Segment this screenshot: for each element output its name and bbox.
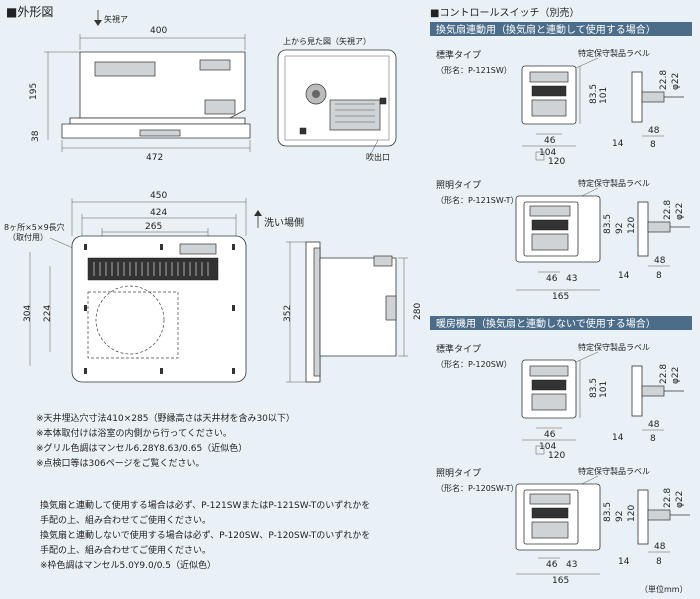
dim-text: 8: [650, 140, 656, 150]
dim-text: 104: [539, 442, 556, 452]
dim-text: 14: [618, 271, 630, 281]
slot-label-2: （取付用）: [8, 232, 48, 242]
dim-424: 424: [150, 208, 167, 218]
dim-450: 450: [150, 191, 167, 201]
note-line: ※枠色調はマンセル5.0Y9.0/0.5（近似色）: [40, 559, 216, 571]
notes-block: ※天井埋込穴寸法410×285（野縁高さは天井材を含み30以下） ※本体取付けは…: [36, 412, 295, 469]
note-line: ※天井埋込穴寸法410×285（野縁高さは天井材を含み30以下）: [36, 412, 295, 424]
dim-text: 43: [566, 560, 577, 570]
dim-text: 83.5: [603, 214, 613, 234]
notes2-block: 換気扇と連動して使用する場合は必ず、P-121SWまたはP-121SW-Tのいず…: [40, 499, 370, 571]
switch-unit: 照明タイプ （形名：P-120SW-T） 特定保守製品ラベル 83.5 92 1…: [436, 466, 690, 586]
dim-text: 14: [612, 139, 624, 149]
dim-304: 304: [23, 305, 33, 322]
dim-265: 265: [145, 222, 162, 232]
dim-text: 83.5: [603, 502, 613, 522]
section-header-1: [430, 22, 692, 36]
dim-text: 46: [546, 274, 558, 284]
outlet-label: 吹出口: [366, 152, 390, 162]
note-line: ※グリル色調はマンセル6.28Y8.63/0.65（近似色）: [36, 442, 247, 454]
dim-text: φ22: [671, 367, 681, 384]
dim-text: 46: [546, 560, 558, 570]
note-line: 換気扇と連動して使用する場合は必ず、P-121SWまたはP-121SW-Tのいず…: [40, 499, 370, 511]
top-view: 上から見た図（矢視ア） 吹出口: [277, 36, 397, 162]
note-line: ※本体取付けは浴室の内側から行ってください。: [36, 427, 232, 439]
dim-text: 8: [656, 557, 662, 567]
dim-text: 165: [552, 576, 569, 586]
side-section: 洗い場側 352 280: [254, 210, 423, 383]
dim-text: 120: [548, 451, 565, 461]
dim-text: 92: [615, 511, 625, 522]
note-line: ※点検口等は306ページをご覧ください。: [36, 457, 205, 469]
label-plate: 特定保守製品ラベル: [578, 466, 650, 476]
dim-text: 48: [654, 542, 666, 552]
label-plate: 特定保守製品ラベル: [578, 178, 650, 188]
dim-text: 22.8: [663, 488, 673, 508]
dim-472: 472: [146, 153, 163, 163]
dim-text: 83.5: [589, 84, 599, 104]
dim-text: 48: [648, 126, 660, 136]
dim-text: 48: [654, 256, 666, 266]
switch-model: （形名：P-120SW）: [436, 359, 512, 369]
switch-unit: 標準タイプ （形名：P-120SW） 特定保守製品ラベル 83.5 101 46…: [436, 342, 684, 461]
switch-unit: 照明タイプ （形名：P-121SW-T） 特定保守製品ラベル 83.5 92 1…: [436, 178, 690, 302]
dim-text: 101: [599, 381, 609, 398]
dim-224: 224: [43, 305, 53, 322]
switch-unit: 標準タイプ （形名：P-121SW） 特定保守製品ラベル 83.5 101 46…: [436, 48, 684, 167]
note-line: 換気扇と連動しないで使用する場合は必ず、P-120SW、P-120SW-Tのいず…: [40, 529, 370, 541]
dim-text: 8: [650, 434, 656, 444]
dim-352: 352: [283, 305, 293, 322]
dim-text: 165: [552, 292, 569, 302]
dim-text: 83.5: [589, 378, 599, 398]
page-title: ■外形図: [6, 5, 53, 19]
dim-text: 46: [544, 430, 556, 440]
note-line: 手配の上、組み合わせてご使用ください。: [40, 544, 211, 556]
dim-text: 22.8: [663, 200, 673, 220]
slot-label-1: 8ヶ所×5×9長穴: [4, 222, 65, 232]
switch-model: （形名：P-120SW-T）: [436, 483, 519, 493]
dim-text: 8: [656, 271, 662, 281]
switch-type: 標準タイプ: [436, 343, 481, 355]
section-header-2: [430, 316, 692, 330]
dim-text: 120: [627, 217, 637, 234]
switch-type: 照明タイプ: [436, 468, 481, 479]
dim-text: 101: [599, 87, 609, 104]
dim-text: 22.8: [659, 364, 669, 384]
dim-text: φ22: [671, 73, 681, 90]
dim-38: 38: [31, 130, 41, 142]
dim-text: 22.8: [659, 70, 669, 90]
switch-model: （形名：P-121SW）: [436, 65, 512, 75]
unit-note: （単位mm）: [640, 584, 688, 594]
switch-type: 標準タイプ: [436, 49, 481, 61]
dim-text: φ22: [675, 203, 685, 220]
dim-text: 120: [627, 505, 637, 522]
dim-text: φ22: [675, 491, 685, 508]
dim-text: 14: [612, 433, 624, 443]
section-header-1-label: 換気扇連動用（換気扇と連動して使用する場合）: [436, 23, 656, 36]
label-plate: 特定保守製品ラベル: [578, 48, 650, 58]
wash-side-label: 洗い場側: [264, 216, 304, 229]
top-view-label: 上から見た図（矢視ア）: [283, 36, 371, 46]
section-header-2-label: 暖房機用（換気扇と連動しないで使用する場合）: [436, 317, 656, 330]
dim-text: 92: [615, 223, 625, 234]
note-line: 手配の上、組み合わせてご使用ください。: [40, 514, 211, 526]
switch-model: （形名：P-121SW-T）: [436, 195, 519, 205]
dim-195: 195: [29, 83, 39, 100]
dim-text: 48: [648, 420, 660, 430]
label-plate: 特定保守製品ラベル: [578, 342, 650, 352]
side-view: 矢視ア 400 195 38 472: [29, 10, 251, 163]
dim-text: 14: [618, 557, 630, 567]
dim-text: 43: [566, 274, 577, 284]
dim-text: 120: [548, 157, 565, 167]
dim-280: 280: [413, 303, 423, 320]
arrow-a-label: 矢視ア: [104, 14, 128, 24]
dim-400: 400: [150, 26, 167, 36]
dim-text: 104: [539, 148, 556, 158]
switch-type: 照明タイプ: [436, 180, 481, 191]
switch-title: ■コントロールスイッチ（別売）: [430, 6, 579, 19]
front-view: 450 424 265 8ヶ所×5×9長穴 （取付用）: [4, 191, 247, 383]
dim-text: 46: [544, 136, 556, 146]
